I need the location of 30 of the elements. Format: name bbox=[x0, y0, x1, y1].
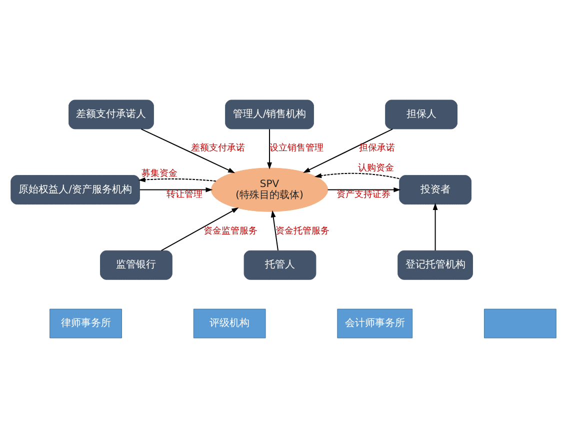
node-box: 登记托管机构 bbox=[398, 250, 473, 280]
arrow bbox=[327, 187, 401, 192]
node-box: 监管银行 bbox=[100, 250, 172, 280]
node-box: 托管人 bbox=[244, 250, 316, 280]
arrow bbox=[139, 187, 213, 192]
edge-label: 转让管理 bbox=[166, 190, 203, 200]
node-box: 担保人 bbox=[385, 100, 458, 130]
edge-label: 差额支付承诺 bbox=[190, 144, 245, 154]
edge-label: 担保承诺 bbox=[359, 144, 396, 154]
arrow bbox=[160, 207, 239, 252]
node-box: 管理人/销售机构 bbox=[225, 100, 314, 130]
node-box: 原始权益人/资产服务机构 bbox=[10, 175, 140, 205]
arrow bbox=[140, 128, 236, 174]
arrow bbox=[270, 210, 278, 251]
node-box: 会计师事务所 bbox=[337, 308, 413, 338]
edge-label: 资金监管服务 bbox=[203, 226, 258, 236]
arrow bbox=[303, 128, 394, 173]
node-box: 投资者 bbox=[399, 175, 472, 205]
edge-label: 募集资金 bbox=[142, 169, 178, 180]
arrow bbox=[267, 128, 272, 170]
node-box: 评级机构 bbox=[193, 308, 266, 338]
arrow bbox=[432, 202, 438, 251]
node-box: 差额支付承诺人 bbox=[68, 100, 154, 130]
node-box: 律师事务所 bbox=[50, 308, 122, 338]
arrow bbox=[314, 172, 400, 180]
arrow bbox=[138, 177, 216, 182]
edge-label: 资产支持证券 bbox=[336, 190, 391, 200]
edge-label: 资金托管服务 bbox=[276, 226, 330, 236]
node-box bbox=[484, 308, 556, 338]
edge-label: 认购资金 bbox=[358, 164, 394, 174]
